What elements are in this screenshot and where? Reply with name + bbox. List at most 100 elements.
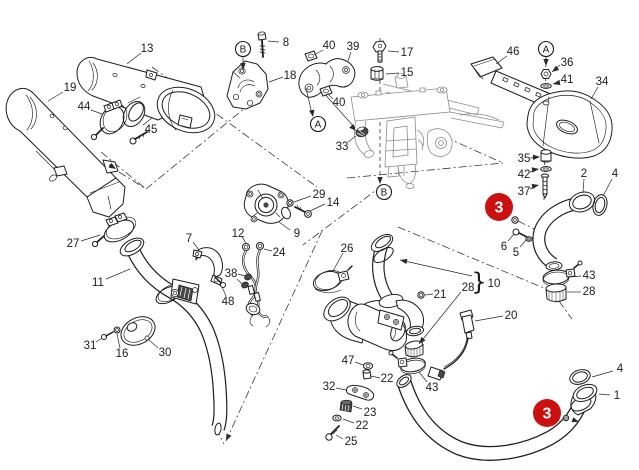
leader-line bbox=[591, 370, 614, 378]
part-number-label: 37 bbox=[518, 186, 531, 198]
bolt-8 bbox=[257, 31, 267, 58]
part-number-label: 16 bbox=[116, 348, 129, 360]
part-number-label: 24 bbox=[273, 247, 286, 259]
leader-line bbox=[263, 248, 273, 252]
exhaust-valve-actuator-9 bbox=[243, 183, 291, 224]
leader-arrowhead bbox=[571, 417, 579, 423]
part-number-label: 4 bbox=[612, 168, 619, 180]
callout-circle-a bbox=[537, 40, 555, 58]
leader-line bbox=[590, 86, 599, 100]
leader-line bbox=[335, 434, 344, 440]
leader-line bbox=[347, 135, 357, 143]
part-number-label: 20 bbox=[505, 310, 518, 322]
part-number-label: 17 bbox=[401, 47, 414, 59]
part-number-label: 43 bbox=[426, 382, 439, 394]
leader-line bbox=[268, 76, 284, 83]
leader-line bbox=[385, 72, 400, 75]
part-number-label: 43 bbox=[583, 270, 596, 282]
washer-29 bbox=[286, 199, 294, 207]
leader-line bbox=[352, 405, 363, 410]
part-number-label: 18 bbox=[284, 70, 297, 82]
part-number-label: 28 bbox=[583, 286, 596, 298]
spacer-15 bbox=[370, 66, 384, 81]
leader-line bbox=[582, 178, 585, 193]
part-number-label: 15 bbox=[401, 67, 414, 79]
part-number-label: 22 bbox=[381, 373, 394, 385]
part-number-label: 8 bbox=[283, 37, 289, 49]
leader-line bbox=[418, 371, 428, 383]
leader-line bbox=[148, 339, 159, 349]
leader-line bbox=[342, 418, 355, 424]
badge-number[interactable]: 3 bbox=[543, 406, 552, 423]
leader-line bbox=[105, 268, 131, 280]
leader-line bbox=[309, 203, 326, 212]
part-number-label: 12 bbox=[232, 228, 245, 240]
frame-bushing bbox=[321, 90, 369, 138]
part-number-label: 45 bbox=[145, 124, 158, 136]
nut-36 bbox=[540, 69, 552, 79]
washer-41 bbox=[540, 83, 552, 89]
leader-line bbox=[424, 293, 434, 296]
clamp-43-lower bbox=[388, 350, 426, 375]
pad-46 bbox=[470, 56, 503, 80]
bolt-17 bbox=[372, 40, 387, 63]
gasket-4-lower bbox=[569, 369, 591, 385]
leader-arrowhead bbox=[419, 336, 426, 344]
grommets-38 bbox=[241, 273, 252, 289]
part-number-label: 27 bbox=[67, 238, 80, 250]
part-number-label: 28 bbox=[462, 282, 475, 294]
part-number-label: 47 bbox=[342, 355, 355, 367]
sleeve-28-upper bbox=[545, 283, 567, 303]
leader-arrowhead bbox=[377, 177, 383, 184]
leader-line bbox=[138, 131, 147, 138]
badge-number[interactable]: 3 bbox=[495, 200, 504, 217]
callout-letter: B bbox=[381, 188, 388, 199]
leader-line bbox=[399, 259, 473, 277]
part-number-label: 7 bbox=[186, 233, 192, 245]
leader-line bbox=[354, 361, 364, 366]
callout-circle-b bbox=[375, 183, 393, 201]
part-number-label: 42 bbox=[518, 169, 531, 181]
washer-16 bbox=[113, 326, 121, 334]
spacer-35 bbox=[540, 149, 552, 163]
part-number-label: 21 bbox=[434, 289, 447, 301]
part-number-label: 41 bbox=[561, 74, 574, 86]
lambda-sensor-20 bbox=[427, 309, 475, 381]
leader-line bbox=[237, 273, 246, 277]
part-number-label: 19 bbox=[64, 82, 77, 94]
frame-background bbox=[350, 73, 505, 189]
bolt-31 bbox=[101, 331, 114, 340]
part-number-label: 48 bbox=[222, 296, 235, 308]
washer-22-lower bbox=[332, 414, 342, 422]
bolt-37 bbox=[540, 173, 550, 199]
part-number-label: 32 bbox=[323, 381, 336, 393]
washer-47 bbox=[362, 362, 374, 370]
leader-line bbox=[116, 333, 121, 349]
red-quantity-badge[interactable] bbox=[533, 399, 561, 427]
bolt-6 bbox=[512, 228, 528, 238]
part-number-label: 6 bbox=[501, 241, 507, 253]
clamp-27 bbox=[91, 212, 137, 248]
leader-line bbox=[221, 286, 227, 297]
leader-line bbox=[313, 49, 324, 56]
muffler-lower bbox=[5, 87, 126, 218]
center-header-assembly bbox=[323, 233, 425, 352]
callout-letter: A bbox=[315, 120, 322, 131]
leader-line bbox=[236, 278, 243, 285]
bracket-18 bbox=[226, 60, 269, 110]
red-quantity-badge[interactable] bbox=[485, 193, 513, 221]
nut-badge3-upper bbox=[511, 216, 519, 224]
pipe-11 bbox=[119, 237, 228, 436]
part-number-label: 31 bbox=[84, 340, 97, 352]
leader-line bbox=[347, 51, 352, 62]
nut-21 bbox=[417, 291, 425, 299]
leader-line bbox=[90, 109, 103, 115]
leader-line bbox=[370, 375, 381, 379]
leader-arrowhead bbox=[349, 123, 356, 131]
leader-arrowhead bbox=[400, 258, 408, 265]
leader-arrowhead bbox=[108, 162, 116, 169]
washer-5 bbox=[525, 236, 533, 242]
part-number-label: 9 bbox=[294, 228, 300, 240]
